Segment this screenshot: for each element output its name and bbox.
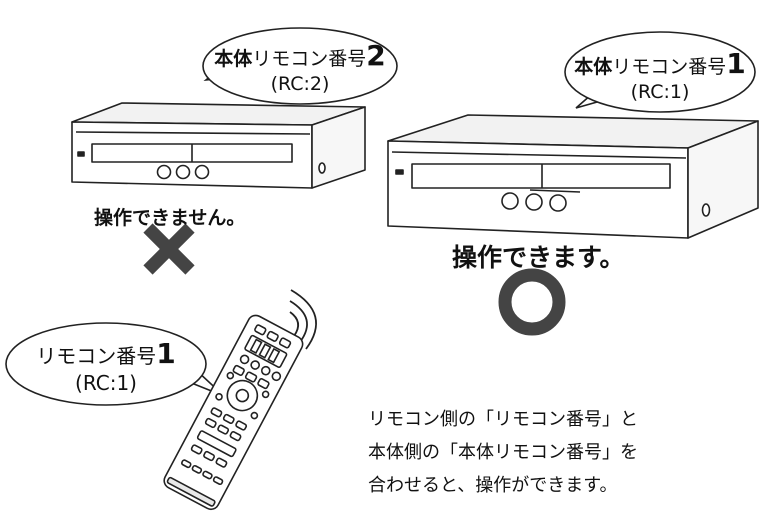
bubble-right-prefix: 本体 (574, 56, 613, 78)
circle-ok-icon (498, 268, 566, 336)
remote-control (163, 314, 304, 511)
recorder-left (71, 102, 366, 189)
bubble-remote-number: 1 (156, 337, 176, 370)
bubble-right-label: リモコン番号 (612, 56, 727, 78)
instruction-line-2: 本体側の「本体リモコン番号」を (368, 442, 638, 463)
bubble-remote-text: リモコン番号1 (RC:1) (6, 336, 206, 396)
can-operate-label: 操作できます。 (452, 243, 625, 272)
cannot-operate-label: 操作できません。 (94, 207, 246, 229)
cross-icon (143, 223, 195, 275)
bubble-right-text: 本体リモコン番号1 (RC:1) (565, 46, 755, 105)
bubble-left-label: リモコン番号 (252, 48, 367, 70)
bubble-right-number: 1 (726, 47, 746, 80)
bubble-remote-label: リモコン番号 (36, 344, 157, 368)
bubble-left-text: 本体リモコン番号2 (RC:2) (203, 38, 397, 97)
bubble-left-code: (RC:2) (270, 73, 330, 95)
bubble-right (564, 31, 756, 113)
bubble-left (202, 27, 398, 105)
instruction-line-3: 合わせると、操作ができます。 (368, 475, 618, 496)
instruction-note: リモコン側の「リモコン番号」と 本体側の「本体リモコン番号」を 合わせると、操作… (368, 403, 638, 502)
recorder-right (387, 114, 759, 239)
bubble-remote-code: (RC:1) (75, 371, 137, 395)
bubble-left-number: 2 (366, 39, 386, 72)
signal-waves-icon (289, 289, 317, 350)
bubble-left-prefix: 本体 (214, 48, 253, 70)
bubble-right-code: (RC:1) (630, 81, 690, 103)
instruction-line-1: リモコン側の「リモコン番号」と (368, 409, 638, 430)
